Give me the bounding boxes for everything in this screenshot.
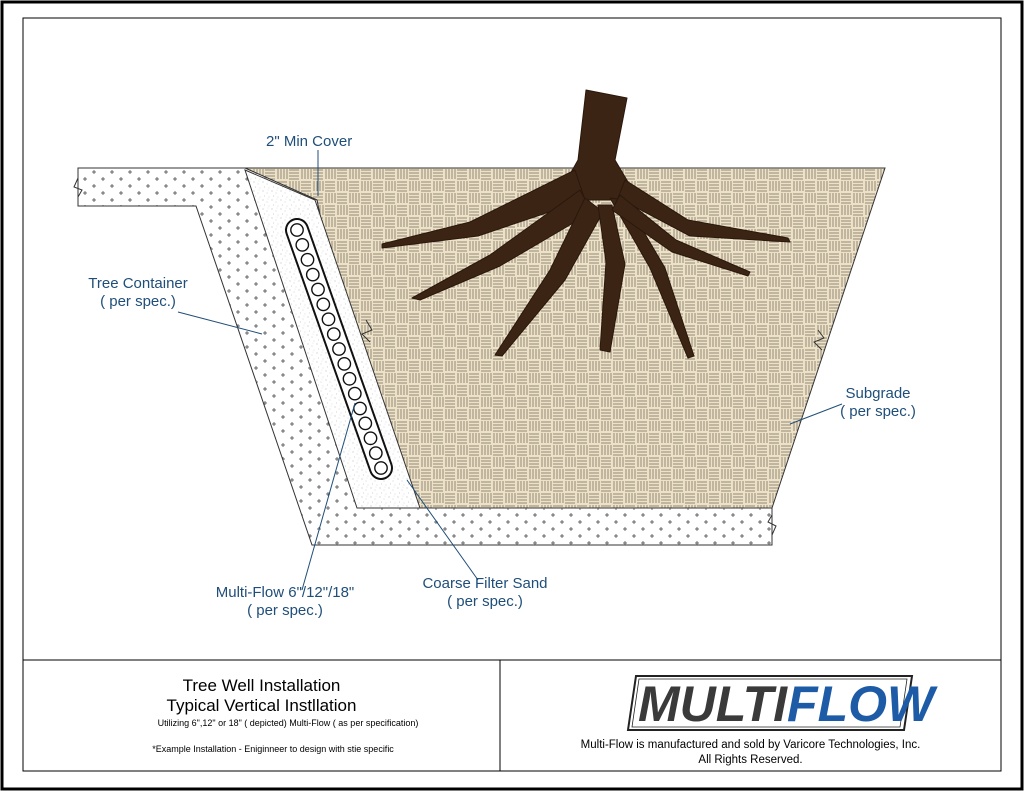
multiflow-spec: ( per spec.): [247, 602, 323, 619]
pipe-core: [290, 223, 304, 237]
subgrade-label: Subgrade ( per spec.): [830, 385, 926, 421]
pipe-core: [311, 282, 325, 297]
drawing-title: Tree Well Installation Typical Vertical …: [23, 676, 500, 716]
min-cover-text: 2" Min Cover: [266, 133, 353, 150]
multiflow-logo: MULTIFLOW: [626, 673, 934, 733]
pipe-core: [374, 461, 388, 475]
pipe-core: [368, 446, 383, 460]
tree-container-label: Tree Container ( per spec.): [78, 275, 198, 311]
pipe-core: [337, 356, 352, 371]
multiflow-text: Multi-Flow 6"/12"/18": [215, 584, 355, 601]
logo-flow: FLOW: [787, 676, 935, 732]
pipe-core: [363, 431, 378, 446]
pipe-core: [342, 371, 357, 386]
pipe-core: [295, 237, 310, 252]
inner-border: [22, 17, 1002, 772]
pipe-core: [300, 252, 315, 267]
pipe-core: [358, 416, 373, 431]
leader-lines: [177, 150, 843, 591]
multiflow-label: Multi-Flow 6"/12"/18" ( per spec.): [205, 584, 365, 620]
company-line2: All Rights Reserved.: [698, 753, 803, 766]
tree-container-spec: ( per spec.): [100, 293, 176, 310]
min-cover-label: 2" Min Cover: [266, 133, 352, 151]
installation-note: *Example Installation - Eniginneer to de…: [152, 744, 394, 754]
pipe-core: [316, 297, 331, 312]
company-line1: Multi-Flow is manufactured and sold by V…: [580, 739, 921, 751]
logo-frame: [626, 675, 914, 731]
coarse-sand-label: Coarse Filter Sand ( per spec.): [410, 575, 560, 611]
pipe-core: [326, 327, 341, 341]
coarse-sand-text: Coarse Filter Sand: [422, 575, 548, 592]
logo-multi: MULTI: [638, 676, 788, 732]
drawing-title-line2: Typical Vertical Instllation: [166, 696, 357, 715]
pipe-core: [321, 312, 336, 327]
multiflow-pipe: [285, 218, 393, 480]
break-marks: [73, 177, 825, 536]
subgrade-text: Subgrade: [845, 385, 911, 402]
tree-container-text: Tree Container: [88, 275, 188, 292]
company-notice: Multi-Flow is manufactured and sold by V…: [500, 738, 1001, 768]
tree-container-wall: [77, 167, 773, 546]
pipe-core: [305, 267, 320, 282]
drawing-title-line1: Tree Well Installation: [182, 676, 341, 695]
pipe-core: [332, 342, 346, 356]
tree-roots: [381, 89, 791, 359]
subgrade-spec: ( per spec.): [840, 403, 916, 420]
drawing-subtitle: Utilizing 6",12" or 18" ( depicted) Mult…: [157, 718, 419, 728]
pipe-core: [347, 386, 362, 401]
coarse-sand-spec: ( per spec.): [447, 593, 523, 610]
logo-wordmark: MULTIFLOW: [638, 675, 934, 733]
